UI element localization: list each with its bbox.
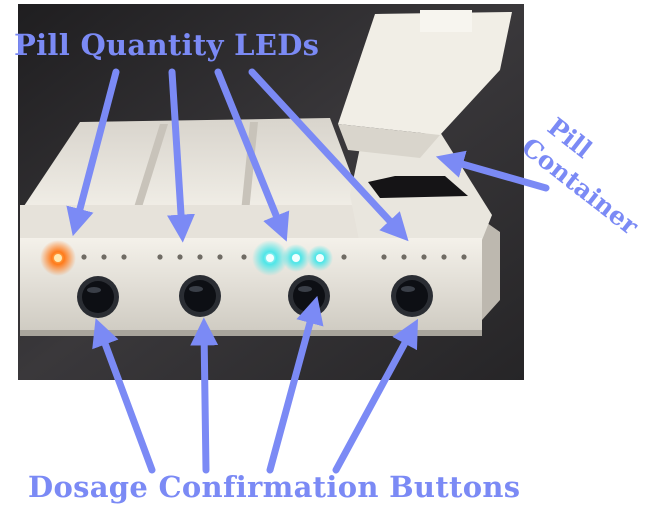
arrow-line [66,68,120,237]
indicator-holes [81,254,467,260]
compartment-divider [240,122,258,222]
indicator-hole [101,254,107,260]
compartment-divider [130,124,168,220]
indicator-hole [441,254,447,260]
arrow-line [332,318,419,474]
dosage-button[interactable] [391,275,433,317]
indicator-hole [157,254,163,260]
indicator-hole [341,254,347,260]
pill-quantity-leds-label: Pill Quantity LEDs [14,28,320,62]
device-top-surface [20,118,366,214]
button-arrows [92,295,419,474]
led-arrows [66,68,409,243]
pill-container-lid-side [338,124,440,158]
dosage-button[interactable] [77,276,119,318]
arrow-line [190,317,219,474]
pill-container-lid [338,12,512,135]
indicator-hole [381,254,387,260]
arrow-line [248,68,409,242]
led-cyan [316,254,324,262]
indicator-hole [81,254,87,260]
arrow-line [92,318,156,474]
dosage-confirmation-buttons-label: Dosage Confirmation Buttons [28,470,521,504]
device-right-side [480,218,500,320]
device-bottom-edge [20,330,482,336]
arrow-line [167,68,195,243]
indicator-hole [121,254,127,260]
container-arrow [435,150,550,192]
pill-container-opening [368,176,468,198]
indicator-hole [461,254,467,260]
arrow-line [266,295,324,474]
dosage-button[interactable] [179,275,221,317]
led-cyan [292,254,300,262]
indicator-hole [241,254,247,260]
indicator-hole [401,254,407,260]
led-cyan [266,254,274,262]
indicator-hole [217,254,223,260]
arrow-line [214,68,290,242]
led-orange [54,254,62,262]
indicator-hole [421,254,427,260]
indicator-hole [197,254,203,260]
arrow-line [435,150,550,192]
lid-tab [420,10,472,32]
indicator-hole [177,254,183,260]
dosage-button[interactable] [288,275,330,317]
